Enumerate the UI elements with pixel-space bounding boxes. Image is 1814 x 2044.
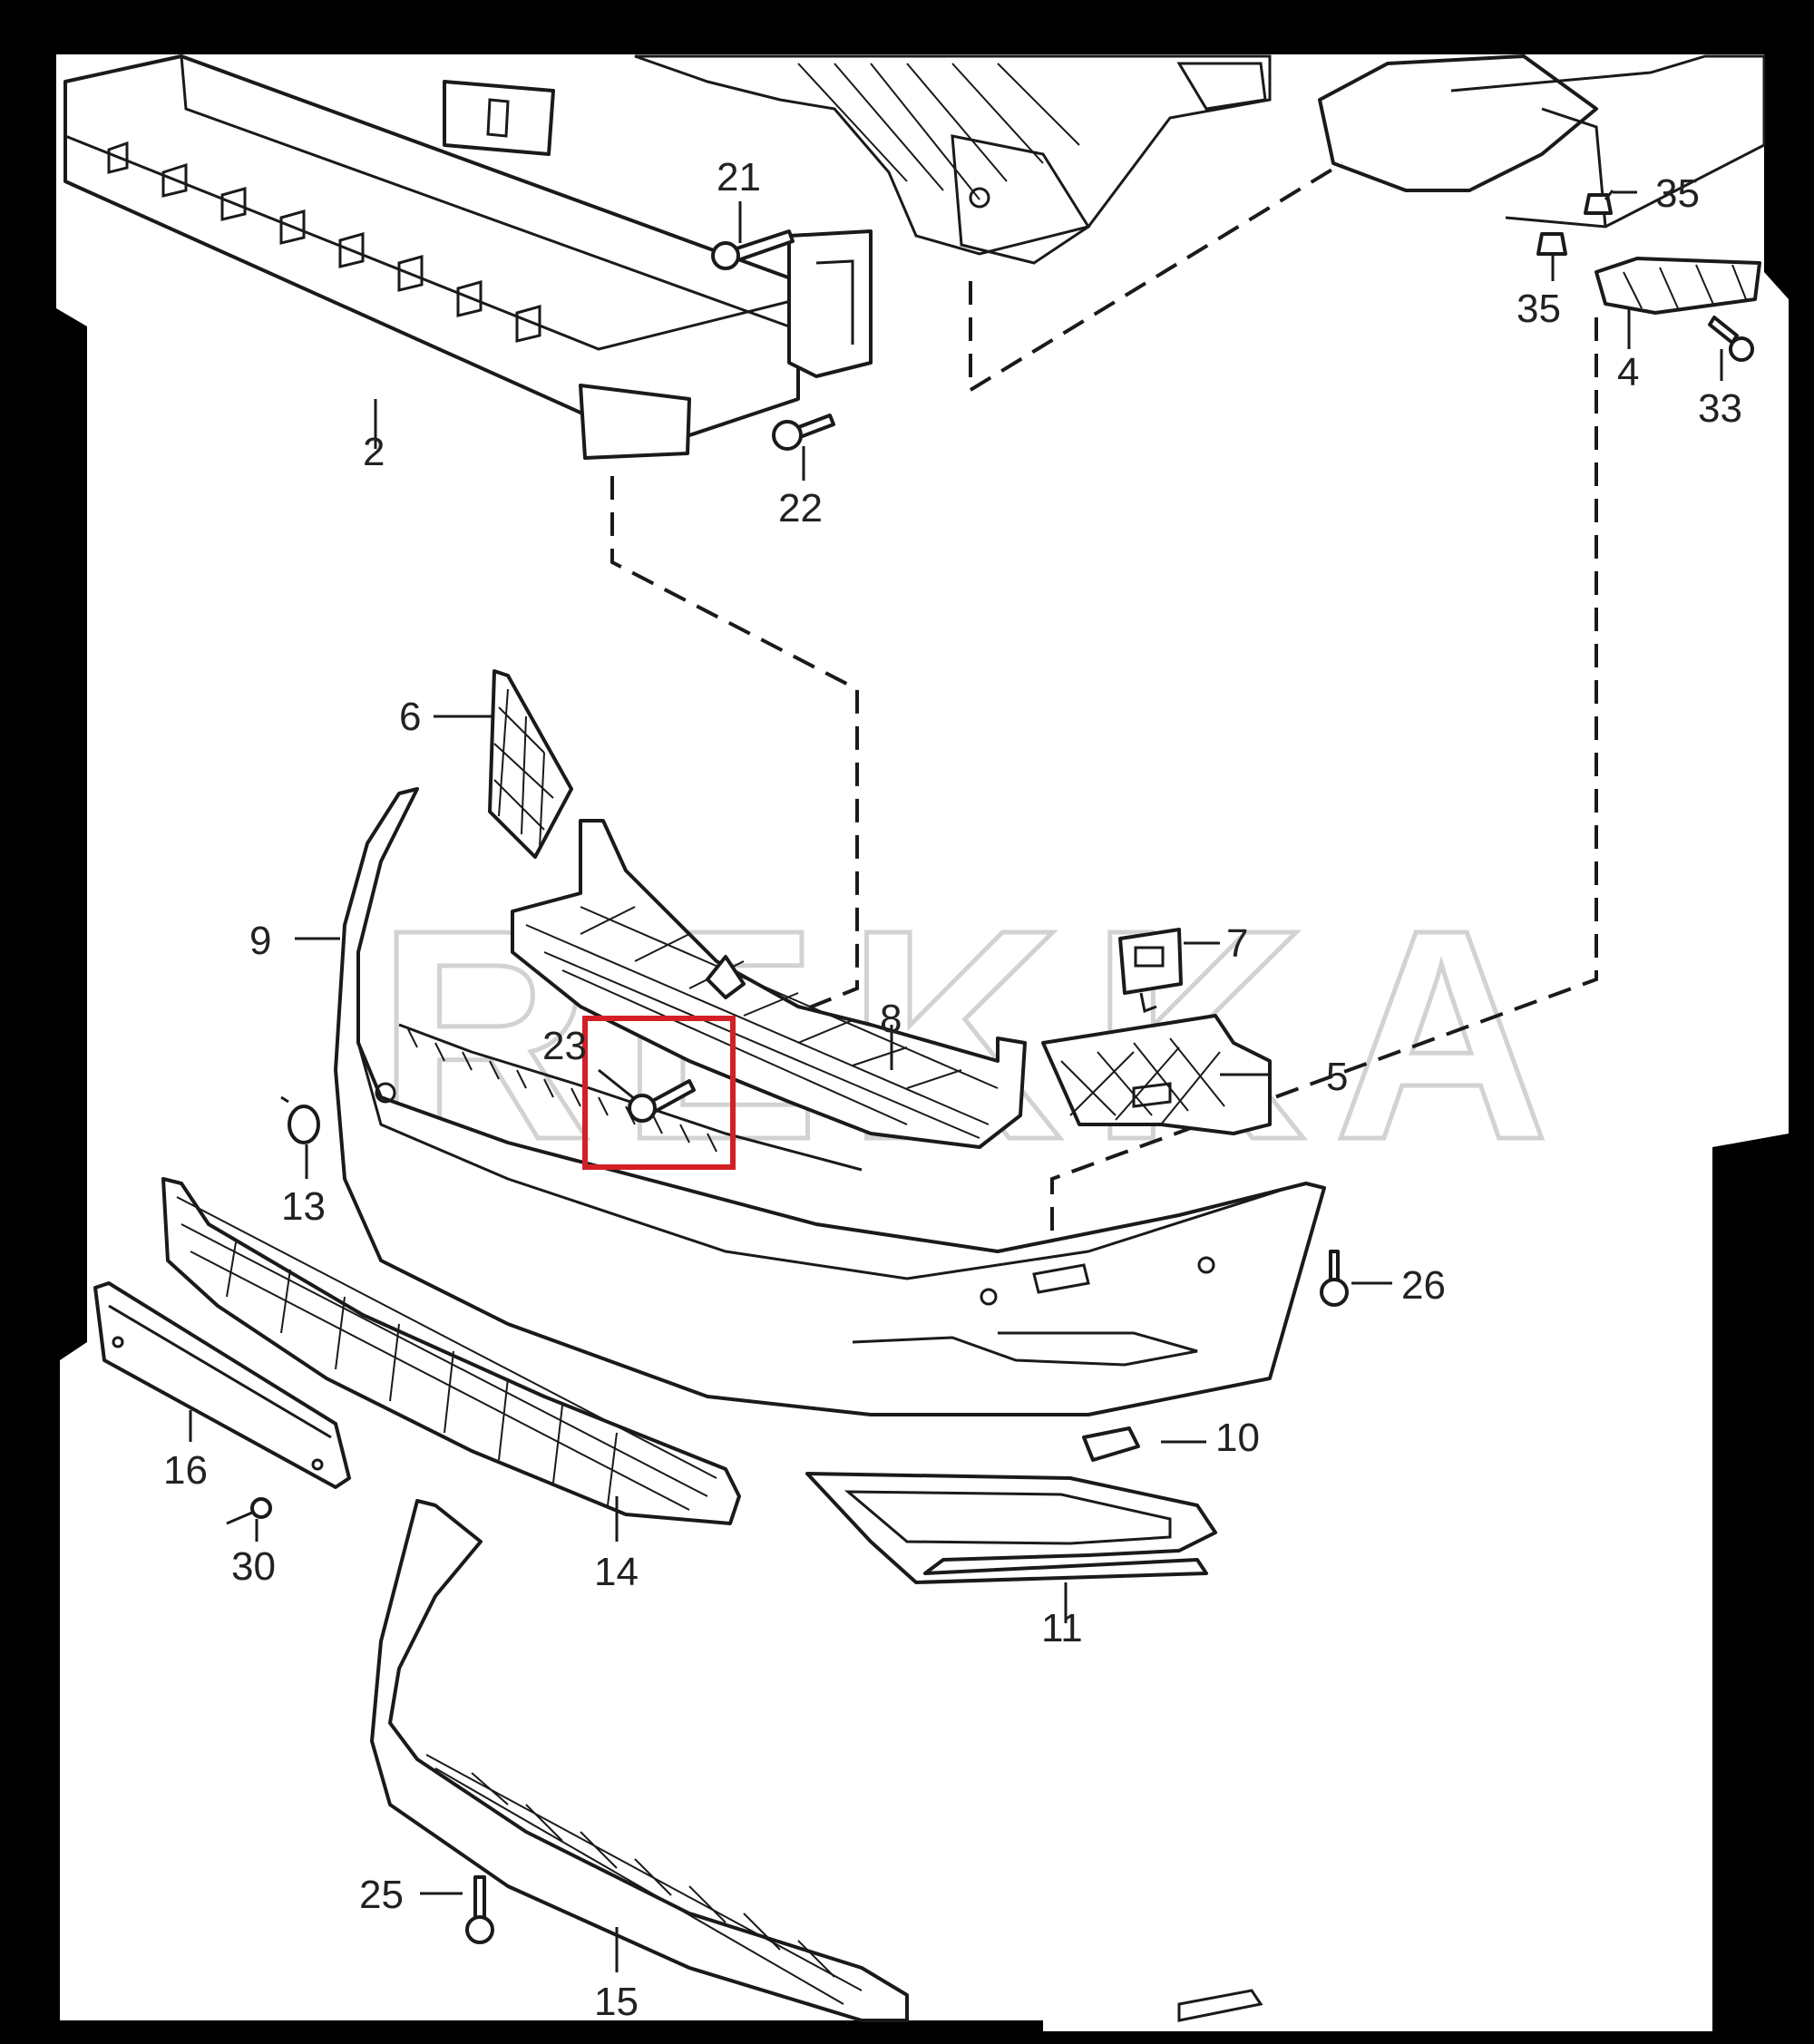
cap-part [280,1095,320,1144]
assembly-line-right [1050,317,1598,1233]
callout-23: 23 [542,1024,587,1068]
callout-35-lower: 35 [1517,287,1561,331]
leader-lines [189,190,1723,1972]
screw-26 [1320,1250,1349,1307]
center-grille-part [511,819,1027,1149]
callout-4: 4 [1617,350,1639,394]
nut-35-upper [1584,193,1613,215]
screw-25 [465,1875,494,1944]
bumper-beam-part [63,54,800,460]
callout-30: 30 [231,1544,276,1589]
bumper-cover-part [334,787,1326,1416]
lock-carrier-part [634,54,1272,265]
callout-26: 26 [1401,1263,1446,1308]
highlight-box [582,1016,736,1170]
callout-25: 25 [359,1873,404,1917]
callout-7: 7 [1226,921,1248,966]
screw-33 [1708,316,1754,362]
screw-23 [628,1079,696,1123]
guide-bracket-part [1595,257,1761,315]
side-guide-part [1041,1014,1272,1135]
license-plate-holder-part [93,1281,351,1489]
screw-22 [772,414,835,451]
lower-spoiler-part [370,1499,1263,2022]
callout-10: 10 [1215,1416,1260,1460]
callout-15: 15 [594,1980,639,2024]
callout-6: 6 [399,695,421,739]
fog-lamp-trim-part [805,1472,1217,1584]
assembly-line-left [610,476,859,1017]
sensor-holder-part [1118,928,1183,1014]
callout-16: 16 [163,1448,208,1493]
callout-8: 8 [880,997,902,1041]
callout-14: 14 [594,1550,639,1594]
callout-11: 11 [1041,1606,1083,1650]
callout-21: 21 [717,155,761,200]
screw-21 [711,229,795,270]
tow-hook-cap-part [1082,1426,1140,1462]
callout-9: 9 [249,919,271,963]
nut-35-lower [1536,232,1567,256]
assembly-line-center [969,161,1344,394]
callout-33: 33 [1698,386,1742,431]
lower-grille-part [161,1177,741,1525]
callout-2: 2 [363,430,385,474]
callout-35-upper: 35 [1655,171,1700,216]
beam-mount-bracket [787,229,873,378]
callout-22: 22 [778,486,823,530]
upper-grille-insert-part [488,669,573,859]
callout-13: 13 [281,1184,326,1229]
callout-5: 5 [1326,1055,1348,1099]
screw-30 [226,1497,272,1525]
side-member-part [1318,54,1766,229]
